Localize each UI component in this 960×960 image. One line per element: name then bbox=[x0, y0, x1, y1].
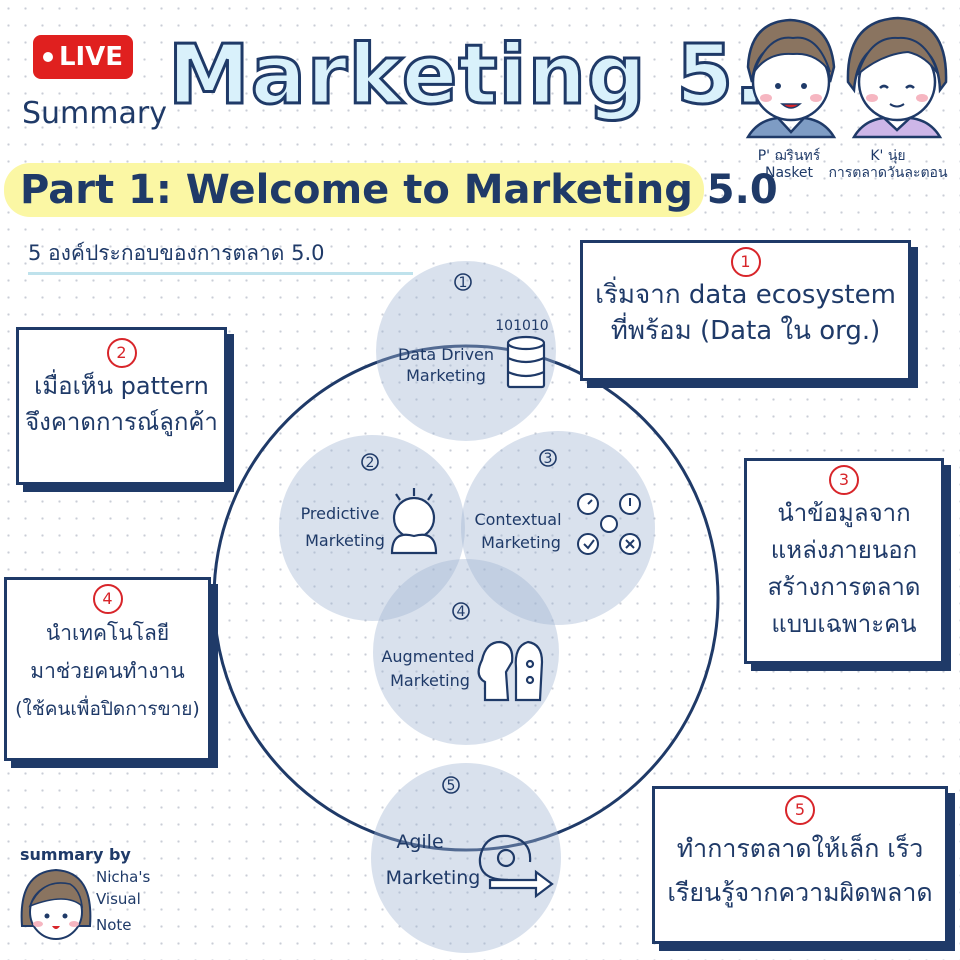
human-machine-icon bbox=[477, 640, 544, 702]
element-4-label-line2: Marketing bbox=[390, 671, 470, 690]
page-title: Marketing 5.0 bbox=[167, 27, 826, 125]
speaker-avatar-2 bbox=[846, 16, 948, 139]
circle-contextual bbox=[461, 431, 655, 625]
live-badge-label: LIVE bbox=[58, 42, 124, 72]
element-2-label-line2: Marketing bbox=[305, 531, 385, 550]
section-subtitle: 5 องค์ประกอบของการตลาด 5.0 bbox=[28, 237, 413, 275]
speaker-2-label: K' นุ่ย การตลาดวันละตอน bbox=[818, 148, 958, 182]
note-4: 4 นำเทคโนโลยี มาช่วยคนทำงาน (ใช้คนเพื่อป… bbox=[4, 577, 211, 761]
note-3-number: 3 bbox=[829, 465, 859, 495]
database-icon bbox=[506, 335, 546, 389]
live-badge: LIVE bbox=[33, 35, 133, 79]
outer-ring bbox=[212, 344, 720, 852]
note-4-number: 4 bbox=[92, 584, 123, 614]
note-4-line-1: นำเทคโนโลยี bbox=[45, 621, 170, 645]
element-4-number: 4 bbox=[457, 604, 466, 620]
element-1-number: 1 bbox=[459, 275, 468, 291]
element-agile: 5 Agile Marketing bbox=[386, 776, 554, 899]
credit-line-3: Note bbox=[96, 916, 132, 934]
note-2-number: 2 bbox=[106, 338, 137, 368]
summary-label: Summary bbox=[22, 96, 167, 131]
note-2-line-1: เมื่อเห็น pattern bbox=[34, 372, 209, 400]
element-5-label-line2: Marketing bbox=[386, 867, 481, 889]
note-3: 3 นำข้อมูลจาก แหล่งภายนอก สร้างการตลาด แ… bbox=[744, 458, 944, 664]
element-5-number: 5 bbox=[447, 778, 456, 794]
note-3-line-1: นำข้อมูลจาก bbox=[777, 499, 911, 527]
speaker-2-handle: การตลาดวันละตอน bbox=[828, 165, 948, 181]
element-1-label-line1: Data Driven bbox=[398, 345, 494, 364]
speaker-avatar-1 bbox=[745, 18, 837, 139]
crystal-ball-icon bbox=[390, 488, 438, 555]
element-augmented: 4 Augmented Marketing bbox=[381, 602, 544, 702]
element-4-label-line1: Augmented bbox=[381, 647, 474, 666]
speaker-1-handle: Nasket bbox=[764, 165, 814, 181]
element-2-number: 2 bbox=[366, 455, 375, 471]
credit-line-2: Visual bbox=[96, 890, 141, 908]
element-3-label-line1: Contextual bbox=[474, 510, 561, 529]
element-2-label-line1: Predictive bbox=[301, 504, 380, 523]
note-3-line-3: สร้างการตลาด bbox=[767, 573, 921, 601]
element-5-label-line1: Agile bbox=[396, 831, 443, 853]
context-sensor-icon bbox=[577, 493, 641, 555]
note-2: 2 เมื่อเห็น pattern จึงคาดการณ์ลูกค้า bbox=[16, 327, 227, 485]
credit-title: summary by bbox=[20, 845, 131, 864]
circle-augmented bbox=[373, 559, 559, 745]
note-4-line-3: (ใช้คนเพื่อปิดการขาย) bbox=[15, 698, 200, 720]
element-data-driven: 1 Data Driven Marketing 101010 bbox=[398, 273, 549, 389]
circle-agile bbox=[371, 763, 561, 953]
note-1: 1 เริ่มจาก data ecosystem ที่พร้อม (Data… bbox=[580, 240, 911, 381]
note-3-line-4: แบบเฉพาะคน bbox=[771, 610, 917, 638]
speaker-2-name: K' นุ่ย bbox=[870, 148, 906, 164]
circle-data-driven bbox=[376, 261, 556, 441]
database-bits: 101010 bbox=[495, 318, 548, 334]
element-3-label-line2: Marketing bbox=[481, 533, 561, 552]
speaker-avatars bbox=[745, 16, 948, 139]
author-avatar-icon bbox=[20, 868, 92, 940]
speaker-1-name: P' ฌรินทร์ bbox=[757, 148, 821, 164]
note-1-line-1: เริ่มจาก data ecosystem bbox=[595, 280, 896, 310]
live-dot-icon bbox=[42, 52, 53, 62]
note-5: 5 ทำการตลาดให้เล็ก เร็ว เรียนรู้จากความผ… bbox=[652, 786, 948, 944]
circle-predictive bbox=[279, 435, 465, 621]
part-heading-highlight bbox=[4, 163, 704, 217]
note-1-number: 1 bbox=[730, 247, 761, 277]
agile-cycle-icon bbox=[478, 834, 554, 899]
note-4-line-2: มาช่วยคนทำงาน bbox=[30, 659, 185, 683]
element-1-label-line2: Marketing bbox=[406, 366, 486, 385]
note-1-line-2: ที่พร้อม (Data ใน org.) bbox=[610, 316, 881, 346]
element-contextual: 3 Contextual Marketing bbox=[474, 449, 641, 555]
element-predictive: 2 Predictive Marketing bbox=[301, 453, 438, 555]
note-5-line-1: ทำการตลาดให้เล็ก เร็ว bbox=[676, 834, 924, 863]
note-5-line-2: เรียนรู้จากความผิดพลาด bbox=[667, 878, 933, 907]
element-3-number: 3 bbox=[544, 451, 553, 467]
part-heading: Part 1: Welcome to Marketing 5.0 bbox=[20, 167, 778, 213]
note-3-line-2: แหล่งภายนอก bbox=[770, 536, 918, 564]
speaker-1-label: P' ฌรินทร์ Nasket bbox=[734, 148, 844, 182]
credit-line-1: Nicha's bbox=[96, 868, 151, 886]
note-2-line-2: จึงคาดการณ์ลูกค้า bbox=[25, 408, 218, 436]
note-5-number: 5 bbox=[785, 795, 815, 825]
